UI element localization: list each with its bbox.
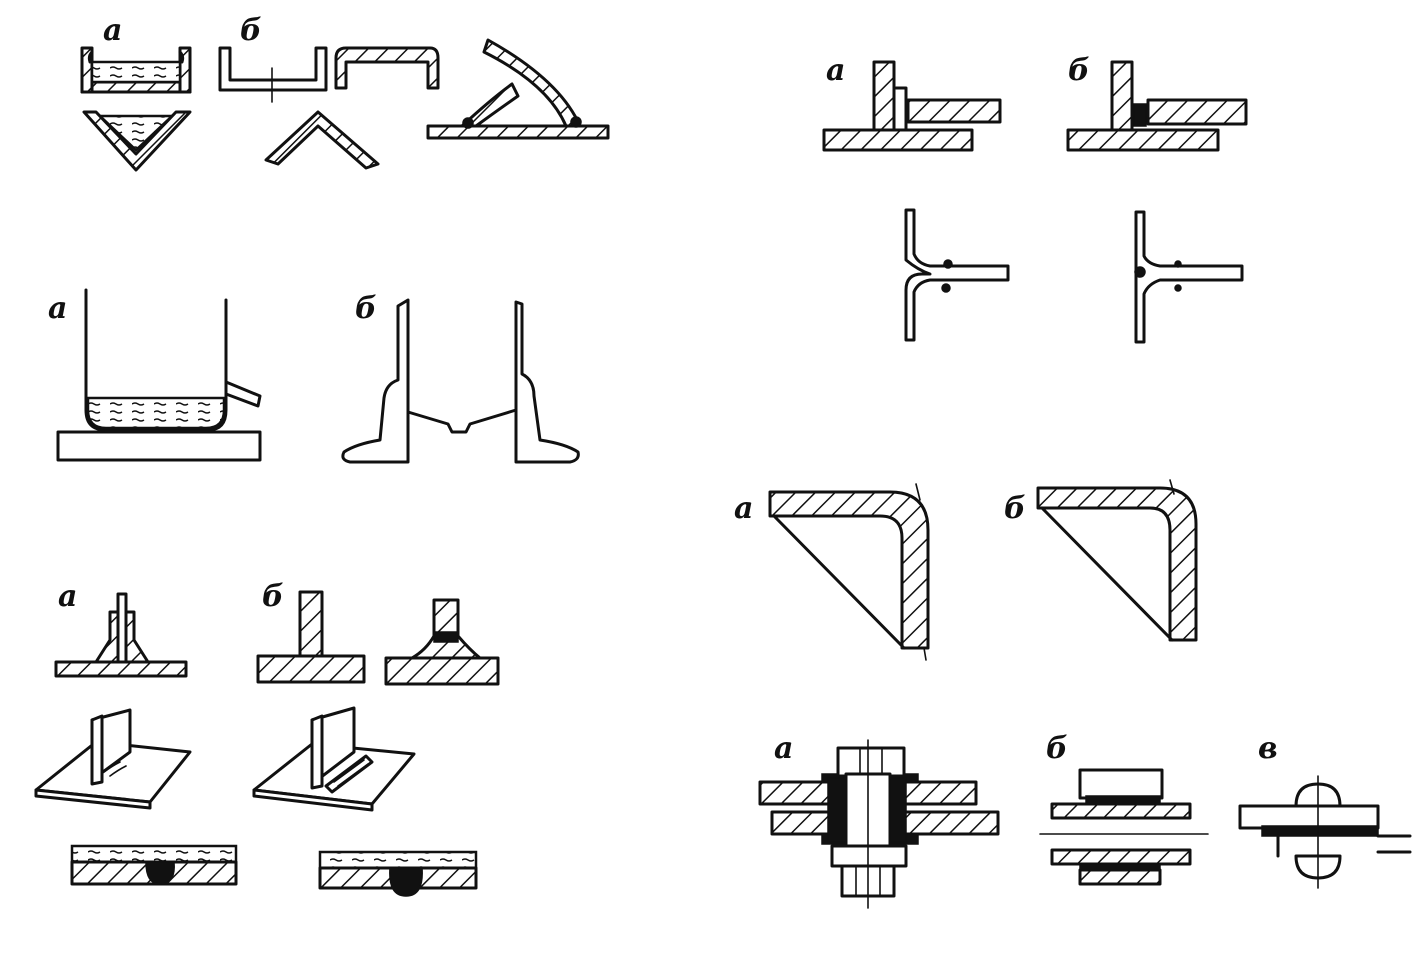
figure-group-4: а б <box>822 53 1248 344</box>
flanged-t-a <box>904 208 1010 342</box>
label-g3-b: б <box>262 579 284 614</box>
v-trough <box>82 110 192 172</box>
butt-joint-b <box>318 850 478 897</box>
bent-corner-a <box>768 483 930 661</box>
label-g5-b: б <box>1004 491 1026 526</box>
label-g3-a: а <box>58 579 77 614</box>
figure-group-3: а б <box>34 579 500 897</box>
figure-group-5: а б <box>734 479 1198 661</box>
flanged-t-b <box>1134 210 1244 344</box>
perspective-t-a <box>34 708 192 810</box>
channel-b <box>218 46 328 103</box>
label-g6-c: в <box>1258 731 1278 766</box>
angle-profile <box>264 110 380 170</box>
label-g6-a: а <box>774 731 793 766</box>
trough-a <box>80 46 192 94</box>
figure-group-6: а б в <box>758 731 1412 909</box>
label-g1-b: б <box>240 13 262 48</box>
label-g2-b: б <box>355 291 377 326</box>
bolted-joint-a <box>758 739 1000 909</box>
butt-joint-a <box>70 844 238 886</box>
label-g6-b: б <box>1046 731 1068 766</box>
t-joint-b2 <box>384 598 500 686</box>
t-joint-b1 <box>256 590 366 684</box>
figure-group-2: а б <box>48 288 580 464</box>
hat-profile <box>334 46 440 90</box>
t-joint-a <box>54 592 188 678</box>
label-g4-a: а <box>826 53 845 88</box>
bent-corner-b <box>1036 479 1198 642</box>
tank-a <box>56 288 262 462</box>
curved-gusset <box>426 38 610 140</box>
lap-joint-b <box>1066 60 1248 152</box>
riveted-joint-c <box>1238 775 1412 889</box>
figure-group-1: а б <box>80 13 610 172</box>
perspective-t-b <box>252 706 416 812</box>
label-g5-a: а <box>734 491 753 526</box>
label-g1-a: а <box>103 13 122 48</box>
pipe-joint-b <box>1039 768 1209 886</box>
label-g4-b: б <box>1068 53 1090 88</box>
lap-joint-a <box>822 60 1002 152</box>
label-g2-a: а <box>48 291 67 326</box>
double-bottom-b <box>341 298 580 464</box>
